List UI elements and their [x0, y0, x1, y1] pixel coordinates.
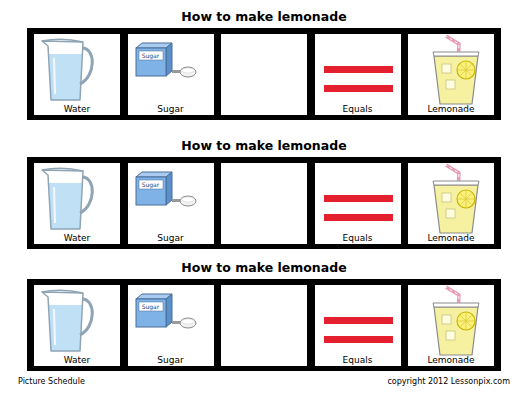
- schedule-strip: How to make lemonadeWaterSugarSugarEqual…: [27, 28, 501, 120]
- blank-box: [221, 34, 307, 115]
- schedule-heading: How to make lemonade: [27, 259, 501, 276]
- picture-card: Lemonade: [408, 285, 494, 366]
- card-picture: [128, 285, 214, 366]
- card-picture: [408, 163, 494, 244]
- card-picture: [34, 34, 120, 115]
- pitcher-picture: [42, 39, 92, 100]
- card-label: Sugar: [128, 103, 214, 115]
- card-picture: [408, 285, 494, 366]
- lemonade-picture: [433, 287, 479, 355]
- pitcher-picture: [42, 290, 92, 351]
- pitcher-picture: [42, 168, 92, 229]
- picture-card: Water: [34, 34, 120, 115]
- blank-box: [221, 163, 307, 244]
- sugar-picture: [136, 172, 196, 206]
- card-label: Water: [34, 232, 120, 244]
- sugar-picture: [136, 294, 196, 328]
- picture-card: Lemonade: [408, 34, 494, 115]
- picture-card: Water: [34, 285, 120, 366]
- card-picture: [128, 163, 214, 244]
- package-text: Sugar: [139, 180, 163, 189]
- card-picture: [408, 34, 494, 115]
- lemonade-picture: [433, 165, 479, 233]
- lemonade-picture: [433, 36, 479, 104]
- card-label: Sugar: [128, 354, 214, 366]
- package-text: Sugar: [139, 51, 163, 60]
- copyright-note: copyright 2012 Lessonpix.com: [387, 377, 510, 387]
- footer-note: Picture Schedule: [18, 377, 85, 387]
- schedule-strip: How to make lemonadeWaterSugarSugarEqual…: [27, 279, 501, 371]
- card-picture: [315, 34, 401, 115]
- picture-card: Equals: [315, 285, 401, 366]
- card-picture: [315, 285, 401, 366]
- card-label: Lemonade: [408, 232, 494, 244]
- card-picture: [315, 163, 401, 244]
- card-label: Lemonade: [408, 354, 494, 366]
- blank-box: [221, 285, 307, 366]
- equals-picture: [324, 195, 393, 221]
- equals-picture: [324, 317, 393, 343]
- equals-picture: [324, 66, 393, 92]
- card-label: Equals: [315, 232, 401, 244]
- card-label: Water: [34, 354, 120, 366]
- card-label: Water: [34, 103, 120, 115]
- picture-card: SugarSugar: [128, 163, 214, 244]
- picture-card: Water: [34, 163, 120, 244]
- picture-card: Lemonade: [408, 163, 494, 244]
- package-text: Sugar: [139, 302, 163, 311]
- schedule-heading: How to make lemonade: [27, 137, 501, 154]
- schedule-heading: How to make lemonade: [27, 8, 501, 25]
- card-label: Sugar: [128, 232, 214, 244]
- card-label: Equals: [315, 354, 401, 366]
- picture-card: SugarSugar: [128, 34, 214, 115]
- picture-card: Equals: [315, 163, 401, 244]
- schedule-strip: How to make lemonadeWaterSugarSugarEqual…: [27, 157, 501, 249]
- card-picture: [128, 34, 214, 115]
- card-picture: [34, 163, 120, 244]
- card-picture: [34, 285, 120, 366]
- picture-card: SugarSugar: [128, 285, 214, 366]
- card-label: Lemonade: [408, 103, 494, 115]
- card-label: Equals: [315, 103, 401, 115]
- picture-card: Equals: [315, 34, 401, 115]
- sugar-picture: [136, 43, 196, 77]
